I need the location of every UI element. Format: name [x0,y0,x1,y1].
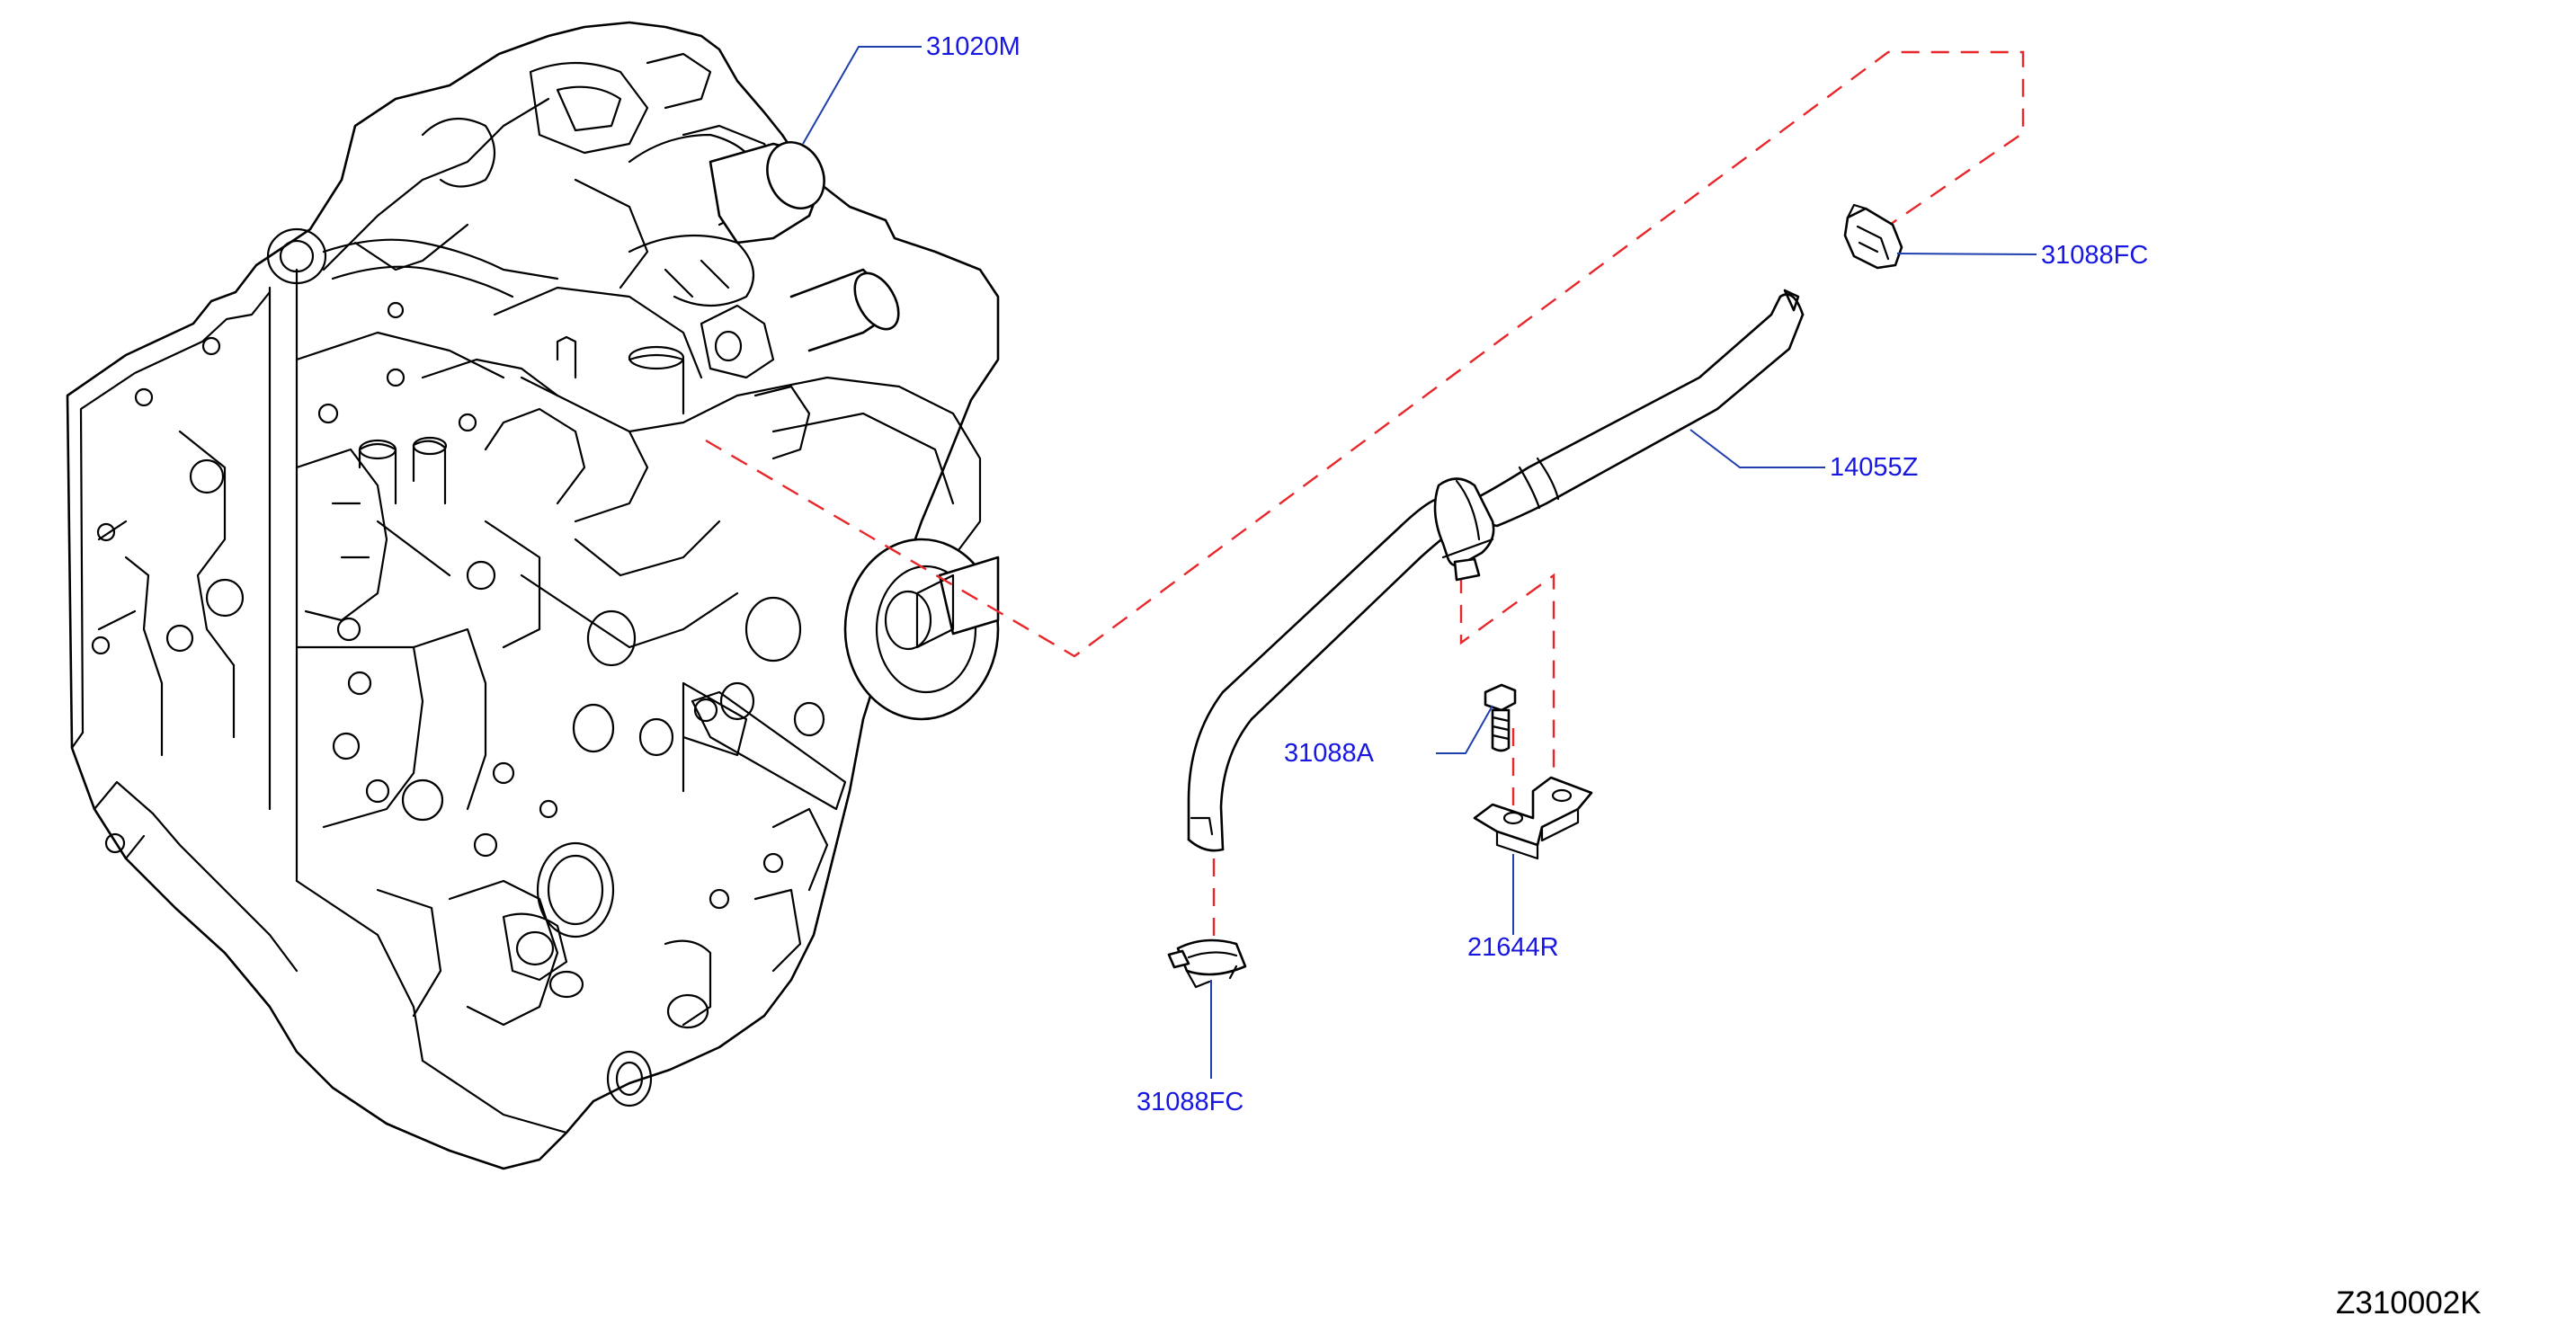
callout-31088a-bolt: 31088A [1284,739,1374,768]
leader-lines [802,46,2037,1079]
clip-upper-part [1843,203,1903,270]
transaxle-assembly [66,21,1000,1170]
callout-31088fc-upper-clip: 31088FC [2041,241,2149,270]
callout-21644r-bracket: 21644R [1467,933,1559,962]
callout-31020m-transaxle: 31020M [926,32,1021,61]
callout-31088fc-lower-clip: 31088FC [1136,1088,1244,1116]
bolt-part [1484,683,1517,752]
callout-14055z-hose: 14055Z [1830,453,1919,482]
breather-hose-part [1187,289,1805,852]
bracket-part [1473,776,1593,860]
clip-lower-part [1167,938,1247,989]
connection-dashed-lines [705,50,2025,953]
diagram-code: Z310002K [2336,1285,2482,1321]
